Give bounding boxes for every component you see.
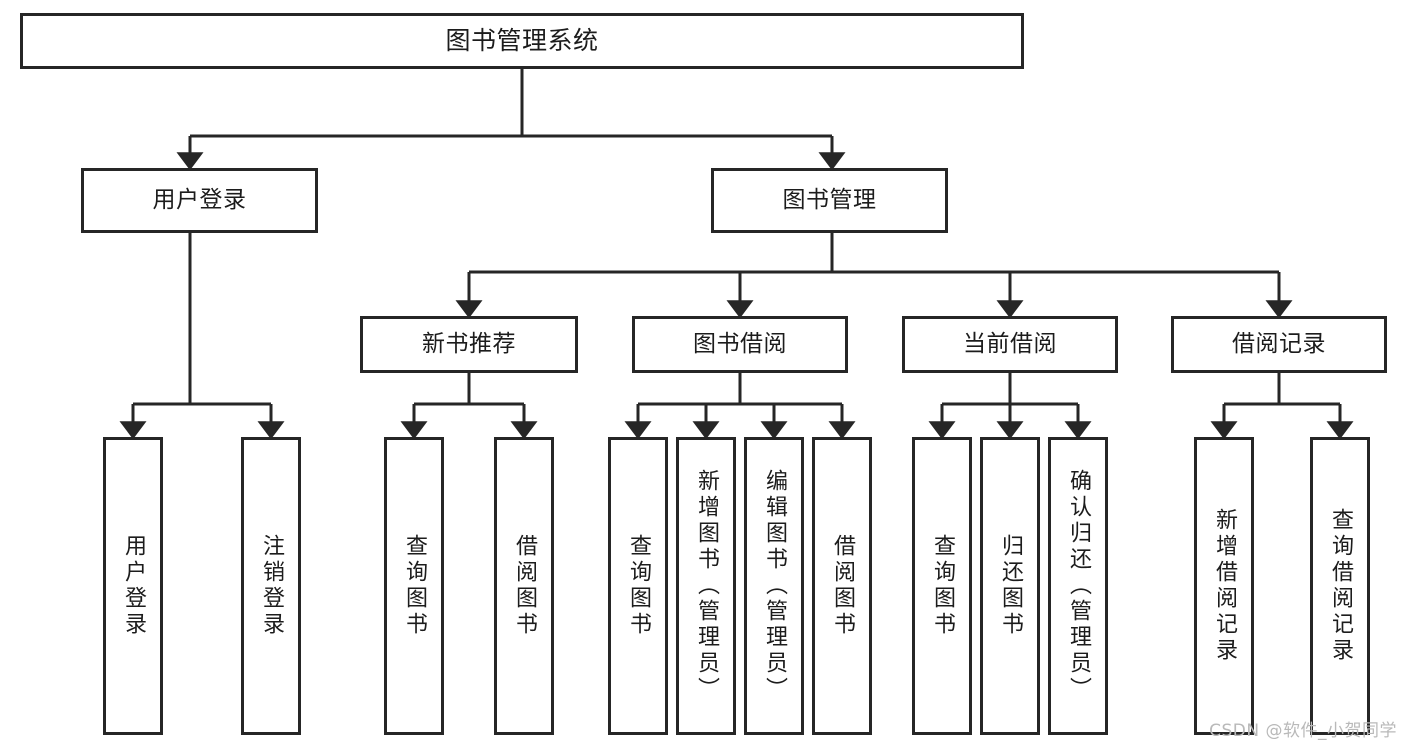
node-label: 确认归还（管理员） [1066,469,1091,703]
node-label: 借阅图书 [830,534,855,638]
node-borrow-record[interactable]: 借阅记录 [1171,316,1387,373]
node-label: 借阅图书 [512,534,537,638]
node-label: 新增图书（管理员） [694,469,719,703]
node-root-system[interactable]: 图书管理系统 [20,13,1024,69]
node-book-borrow[interactable]: 图书借阅 [632,316,848,373]
node-new-book-recommend[interactable]: 新书推荐 [360,316,578,373]
node-label: 编辑图书（管理员） [762,469,787,703]
node-user-login[interactable]: 用户登录 [81,168,318,233]
node-leaf-user-login[interactable]: 用户登录 [103,437,163,735]
node-label: 借阅记录 [1232,330,1326,357]
node-label: 用户登录 [121,534,146,638]
node-label: 查询图书 [402,534,427,638]
node-leaf-borrow-book-recommend[interactable]: 借阅图书 [494,437,554,735]
node-leaf-confirm-return-admin[interactable]: 确认归还（管理员） [1048,437,1108,735]
node-leaf-add-borrow-record[interactable]: 新增借阅记录 [1194,437,1254,735]
node-label: 查询图书 [930,534,955,638]
node-label: 图书管理系统 [445,26,599,56]
node-book-management[interactable]: 图书管理 [711,168,948,233]
node-label: 图书管理 [782,186,877,213]
node-label: 归还图书 [998,534,1023,638]
node-leaf-logout[interactable]: 注销登录 [241,437,301,735]
node-label: 图书借阅 [693,330,787,357]
node-label: 新增借阅记录 [1212,508,1237,664]
node-leaf-add-book-admin[interactable]: 新增图书（管理员） [676,437,736,735]
node-leaf-return-book[interactable]: 归还图书 [980,437,1040,735]
node-label: 查询借阅记录 [1328,508,1353,664]
node-leaf-query-borrow-record[interactable]: 查询借阅记录 [1310,437,1370,735]
node-label: 注销登录 [259,534,284,638]
node-label: 用户登录 [152,186,247,213]
node-leaf-query-book-recommend[interactable]: 查询图书 [384,437,444,735]
node-current-borrow[interactable]: 当前借阅 [902,316,1118,373]
node-leaf-borrow-book[interactable]: 借阅图书 [812,437,872,735]
node-label: 当前借阅 [963,330,1057,357]
node-leaf-query-book[interactable]: 查询图书 [608,437,668,735]
node-label: 新书推荐 [422,330,516,357]
node-leaf-edit-book-admin[interactable]: 编辑图书（管理员） [744,437,804,735]
node-leaf-query-book-current[interactable]: 查询图书 [912,437,972,735]
node-label: 查询图书 [626,534,651,638]
